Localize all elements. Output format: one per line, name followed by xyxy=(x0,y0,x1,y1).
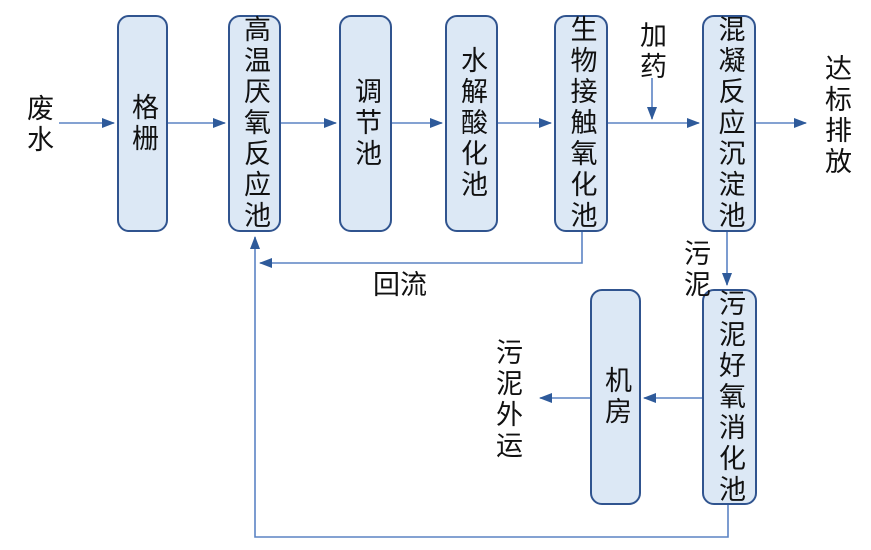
node-sludge-aerobic-digestion-tank-label: 污泥好氧消化池 xyxy=(715,288,745,506)
node-regulating-tank: 调节池 xyxy=(339,15,392,232)
node-hydrolysis-acidification-tank: 水解酸化池 xyxy=(445,15,498,232)
label-sludge-transport-out: 污泥外运 xyxy=(492,338,522,462)
node-coagulation-sedimentation-tank: 混凝反应沉淀池 xyxy=(702,15,756,232)
label-standard-discharge: 达标排放 xyxy=(821,54,851,178)
node-high-temp-anaerobic-tank: 高温厌氧反应池 xyxy=(228,15,281,232)
node-high-temp-anaerobic-tank-label: 高温厌氧反应池 xyxy=(240,15,270,232)
label-sludge: 污泥 xyxy=(680,239,710,301)
label-dosing: 加药 xyxy=(636,21,666,83)
label-reflux: 回流 xyxy=(373,270,427,300)
node-machine-room: 机房 xyxy=(590,289,641,505)
node-bio-contact-oxidation-tank: 生物接触氧化池 xyxy=(554,15,608,232)
node-bio-contact-oxidation-tank-label: 生物接触氧化池 xyxy=(566,15,597,232)
node-machine-room-label: 机房 xyxy=(601,366,631,428)
node-grid-screen-label: 格栅 xyxy=(128,92,158,155)
node-coagulation-sedimentation-tank-label: 混凝反应沉淀池 xyxy=(714,15,745,232)
node-grid-screen: 格栅 xyxy=(117,15,168,232)
node-regulating-tank-label: 调节池 xyxy=(351,77,381,170)
label-wastewater-input: 废水 xyxy=(23,94,53,156)
node-hydrolysis-acidification-tank-label: 水解酸化池 xyxy=(457,46,487,201)
arrow-reflux-line xyxy=(259,232,583,268)
node-sludge-aerobic-digestion-tank: 污泥好氧消化池 xyxy=(702,288,757,506)
